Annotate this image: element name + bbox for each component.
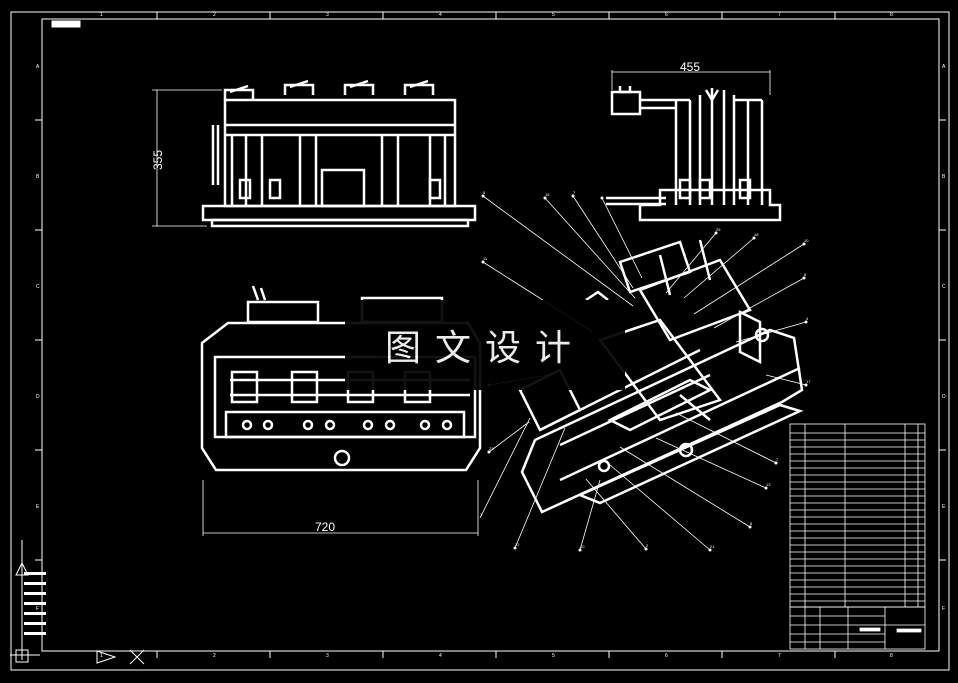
- side-view: [606, 86, 782, 222]
- balloon-number: 7: [776, 457, 779, 462]
- balloon-number: 13: [766, 482, 771, 487]
- title-block: [789, 606, 926, 650]
- balloon-number: 5: [483, 190, 486, 195]
- dimension-height: [152, 89, 222, 227]
- revision-stamps: [24, 572, 46, 635]
- zone-row-label: D: [36, 394, 40, 400]
- balloon-number: 4: [806, 316, 809, 321]
- balloon-number: 21: [710, 544, 715, 549]
- balloon-number: 18: [754, 232, 759, 237]
- balloon-number: 22: [515, 542, 520, 547]
- balloon-number: 17: [806, 379, 811, 384]
- balloon-dots: [481, 194, 808, 552]
- zone-column-label: 3: [326, 653, 329, 659]
- zone-column-label: 8: [890, 12, 893, 18]
- zone-column-label: 3: [326, 12, 329, 18]
- dim-width-top-label: 455: [680, 60, 700, 74]
- zone-row-label: F: [36, 606, 39, 612]
- zone-row-label: B: [942, 174, 946, 180]
- watermark-text: 图文设计: [384, 328, 585, 369]
- zone-column-label: 2: [213, 653, 216, 659]
- outer-border: [10, 11, 950, 671]
- balloon-number: 8: [804, 272, 807, 277]
- balloon-number: 11: [483, 256, 488, 261]
- zone-column-label: 1: [100, 12, 103, 18]
- balloon-number: 1: [480, 512, 483, 517]
- dimension-width-plan: [202, 480, 479, 536]
- zone-column-label: 8: [890, 653, 893, 659]
- zone-row-label: D: [942, 394, 946, 400]
- zone-column-label: 2: [213, 12, 216, 18]
- watermark: 图文设计: [345, 300, 625, 390]
- zone-row-label: A: [942, 64, 946, 70]
- zone-row-label: E: [942, 504, 946, 510]
- ucs-and-origin-icons: [10, 540, 145, 665]
- zone-column-label: 4: [439, 653, 442, 659]
- balloon-number: 10: [580, 544, 585, 549]
- zone-column-label: 5: [552, 12, 555, 18]
- zone-row-label: C: [36, 284, 40, 290]
- zone-row-label: A: [36, 64, 40, 70]
- inner-border: [41, 18, 940, 652]
- zone-column-label: 7: [778, 12, 781, 18]
- dimension-width-top: [611, 70, 771, 95]
- zone-column-label: 6: [665, 12, 668, 18]
- balloon-number: 25: [716, 227, 721, 232]
- balloon-number: 2: [646, 543, 649, 548]
- front-view: [201, 79, 477, 228]
- zone-row-label: B: [36, 174, 40, 180]
- zone-row-label: C: [942, 284, 946, 290]
- balloon-number: 23: [489, 446, 494, 451]
- dim-width-plan-label: 720: [315, 520, 335, 534]
- zone-row-label: F: [942, 606, 945, 612]
- zone-column-label: 7: [778, 653, 781, 659]
- balloon-number: 8: [750, 521, 753, 526]
- zone-column-label: 4: [439, 12, 442, 18]
- zone-column-label: 1: [100, 653, 103, 659]
- balloon-number: 10: [804, 238, 809, 243]
- dim-height-label: 355: [151, 150, 165, 170]
- zone-column-label: 5: [552, 653, 555, 659]
- zone-column-label: 6: [665, 653, 668, 659]
- balloon-number: 7: [573, 190, 576, 195]
- bom-table: [789, 423, 926, 608]
- isometric-view: [518, 239, 804, 514]
- balloon-number: 16: [545, 192, 550, 197]
- zone-row-label: E: [36, 504, 40, 510]
